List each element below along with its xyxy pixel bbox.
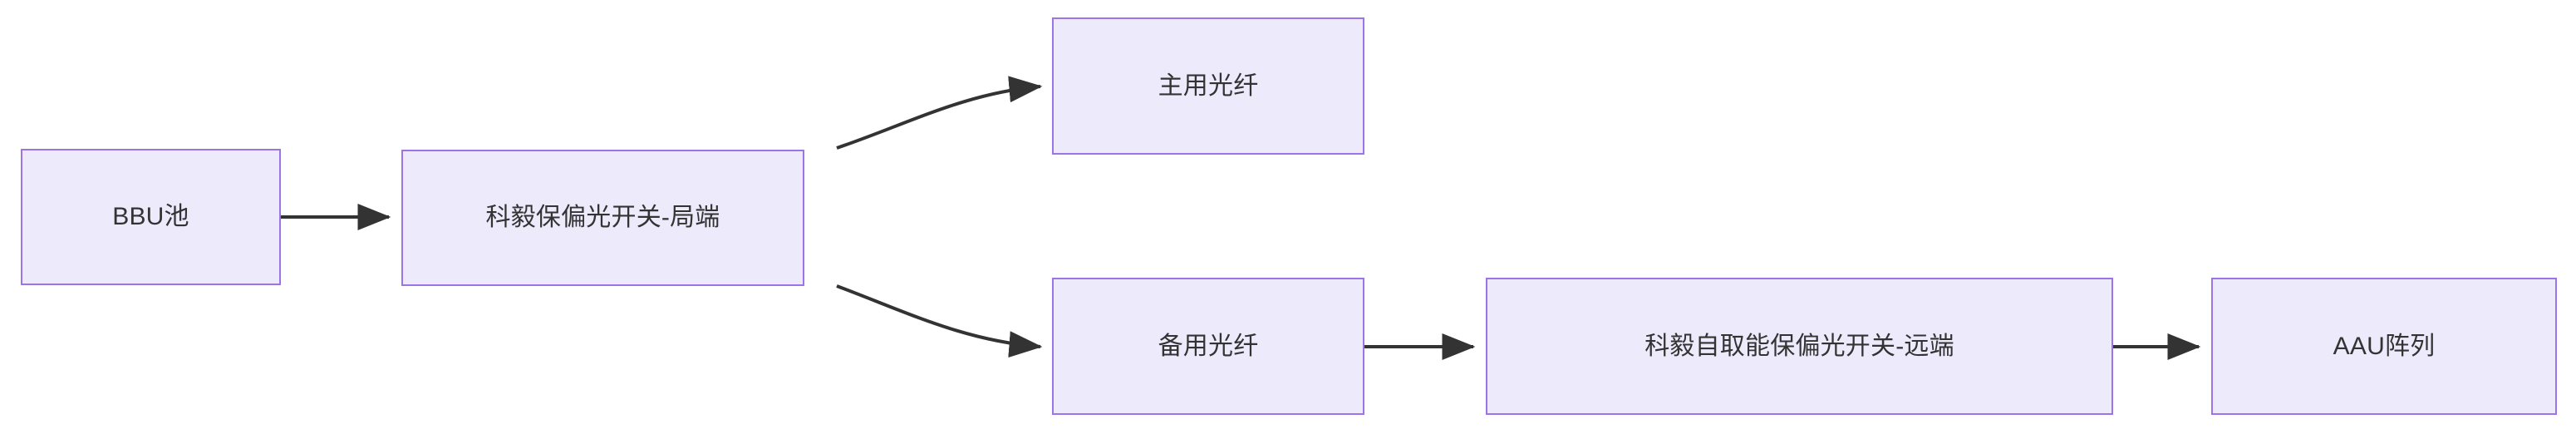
node-switch-remote-label: 科毅自取能保偏光开关-远端 [1644,332,1954,360]
node-fiber-backup-label: 备用光纤 [1158,332,1259,360]
node-fiber-backup[interactable]: 备用光纤 [1052,278,1364,415]
node-aau[interactable]: AAU阵列 [2211,278,2557,415]
node-switch-local-label: 科毅保偏光开关-局端 [485,204,720,231]
node-fiber-main-label: 主用光纤 [1158,72,1259,100]
node-bbu[interactable]: BBU池 [21,149,281,285]
node-switch-local[interactable]: 科毅保偏光开关-局端 [401,150,804,286]
edge-switch-local-to-fiber-main [836,76,1043,150]
node-aau-label: AAU阵列 [2333,332,2436,360]
node-fiber-main[interactable]: 主用光纤 [1052,17,1364,155]
edge-switch-local-to-fiber-backup [836,284,1043,358]
node-bbu-label: BBU池 [112,203,189,230]
node-switch-remote[interactable]: 科毅自取能保偏光开关-远端 [1486,278,2113,415]
